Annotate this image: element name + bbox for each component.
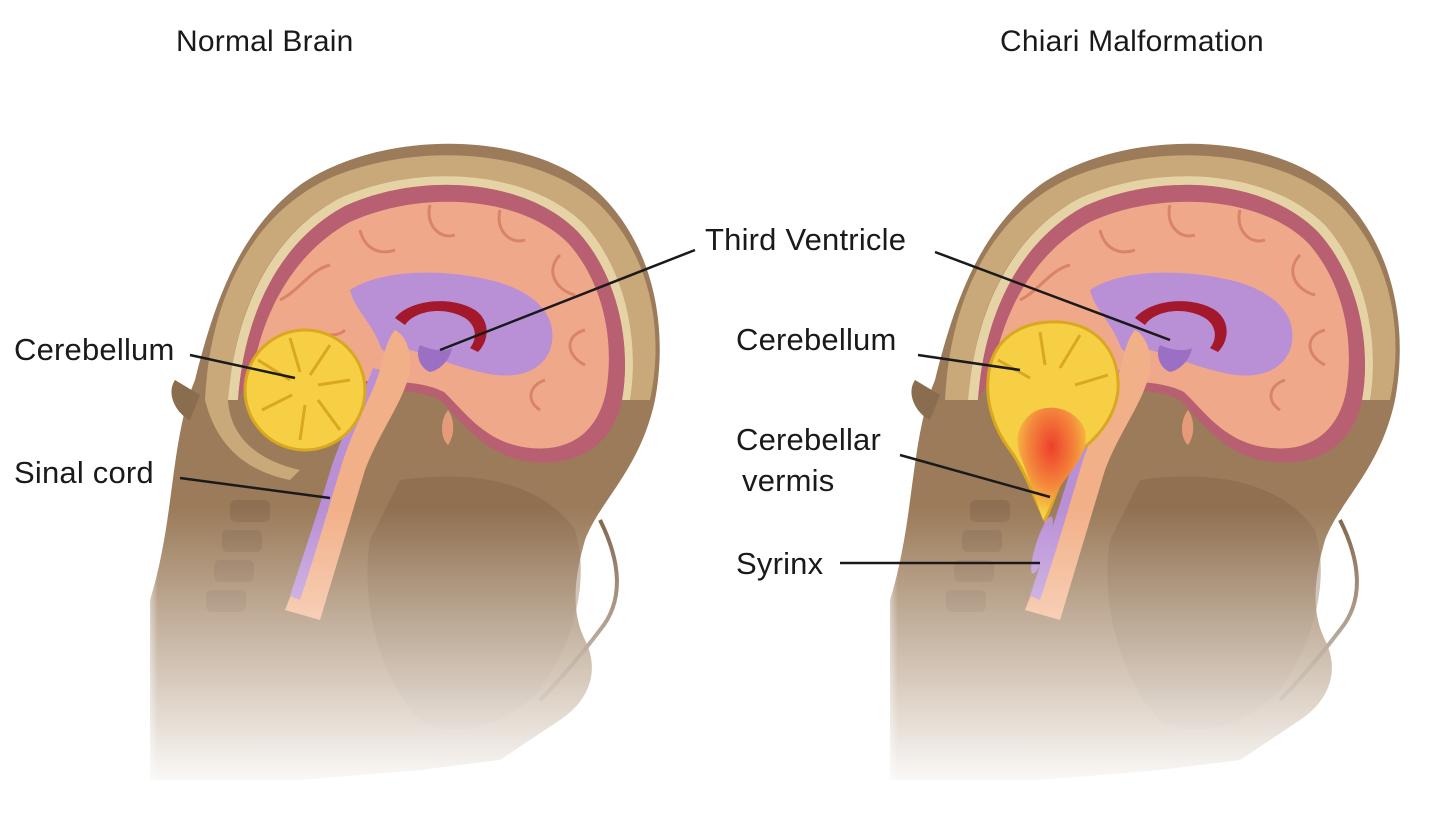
leader-cerebellar-vermis bbox=[899, 453, 1051, 499]
right-edge-fade bbox=[880, 430, 1030, 819]
leader-spinal-cord bbox=[179, 476, 331, 500]
panel-title-chiari: Chiari Malformation bbox=[1000, 25, 1264, 58]
label-cerebellar-vermis-line1: Cerebellar bbox=[736, 422, 882, 457]
label-syrinx: Syrinx bbox=[736, 546, 824, 581]
label-cerebellum-left: Cerebellum bbox=[14, 332, 175, 367]
left-edge-fade bbox=[140, 430, 290, 819]
leader-lines bbox=[179, 248, 1171, 565]
panel-title-normal: Normal Brain bbox=[176, 25, 354, 58]
leader-third-ventricle-left bbox=[439, 248, 696, 352]
label-cerebellar-vermis-line2: vermis bbox=[742, 463, 835, 498]
leader-cerebellum-right bbox=[917, 353, 1021, 372]
label-cerebellum-right: Cerebellum bbox=[736, 322, 897, 357]
leader-third-ventricle-right bbox=[934, 250, 1171, 342]
label-spinal-cord: Sinal cord bbox=[14, 455, 154, 490]
label-third-ventricle: Third Ventricle bbox=[705, 222, 907, 257]
leader-cerebellum-left bbox=[189, 353, 296, 380]
